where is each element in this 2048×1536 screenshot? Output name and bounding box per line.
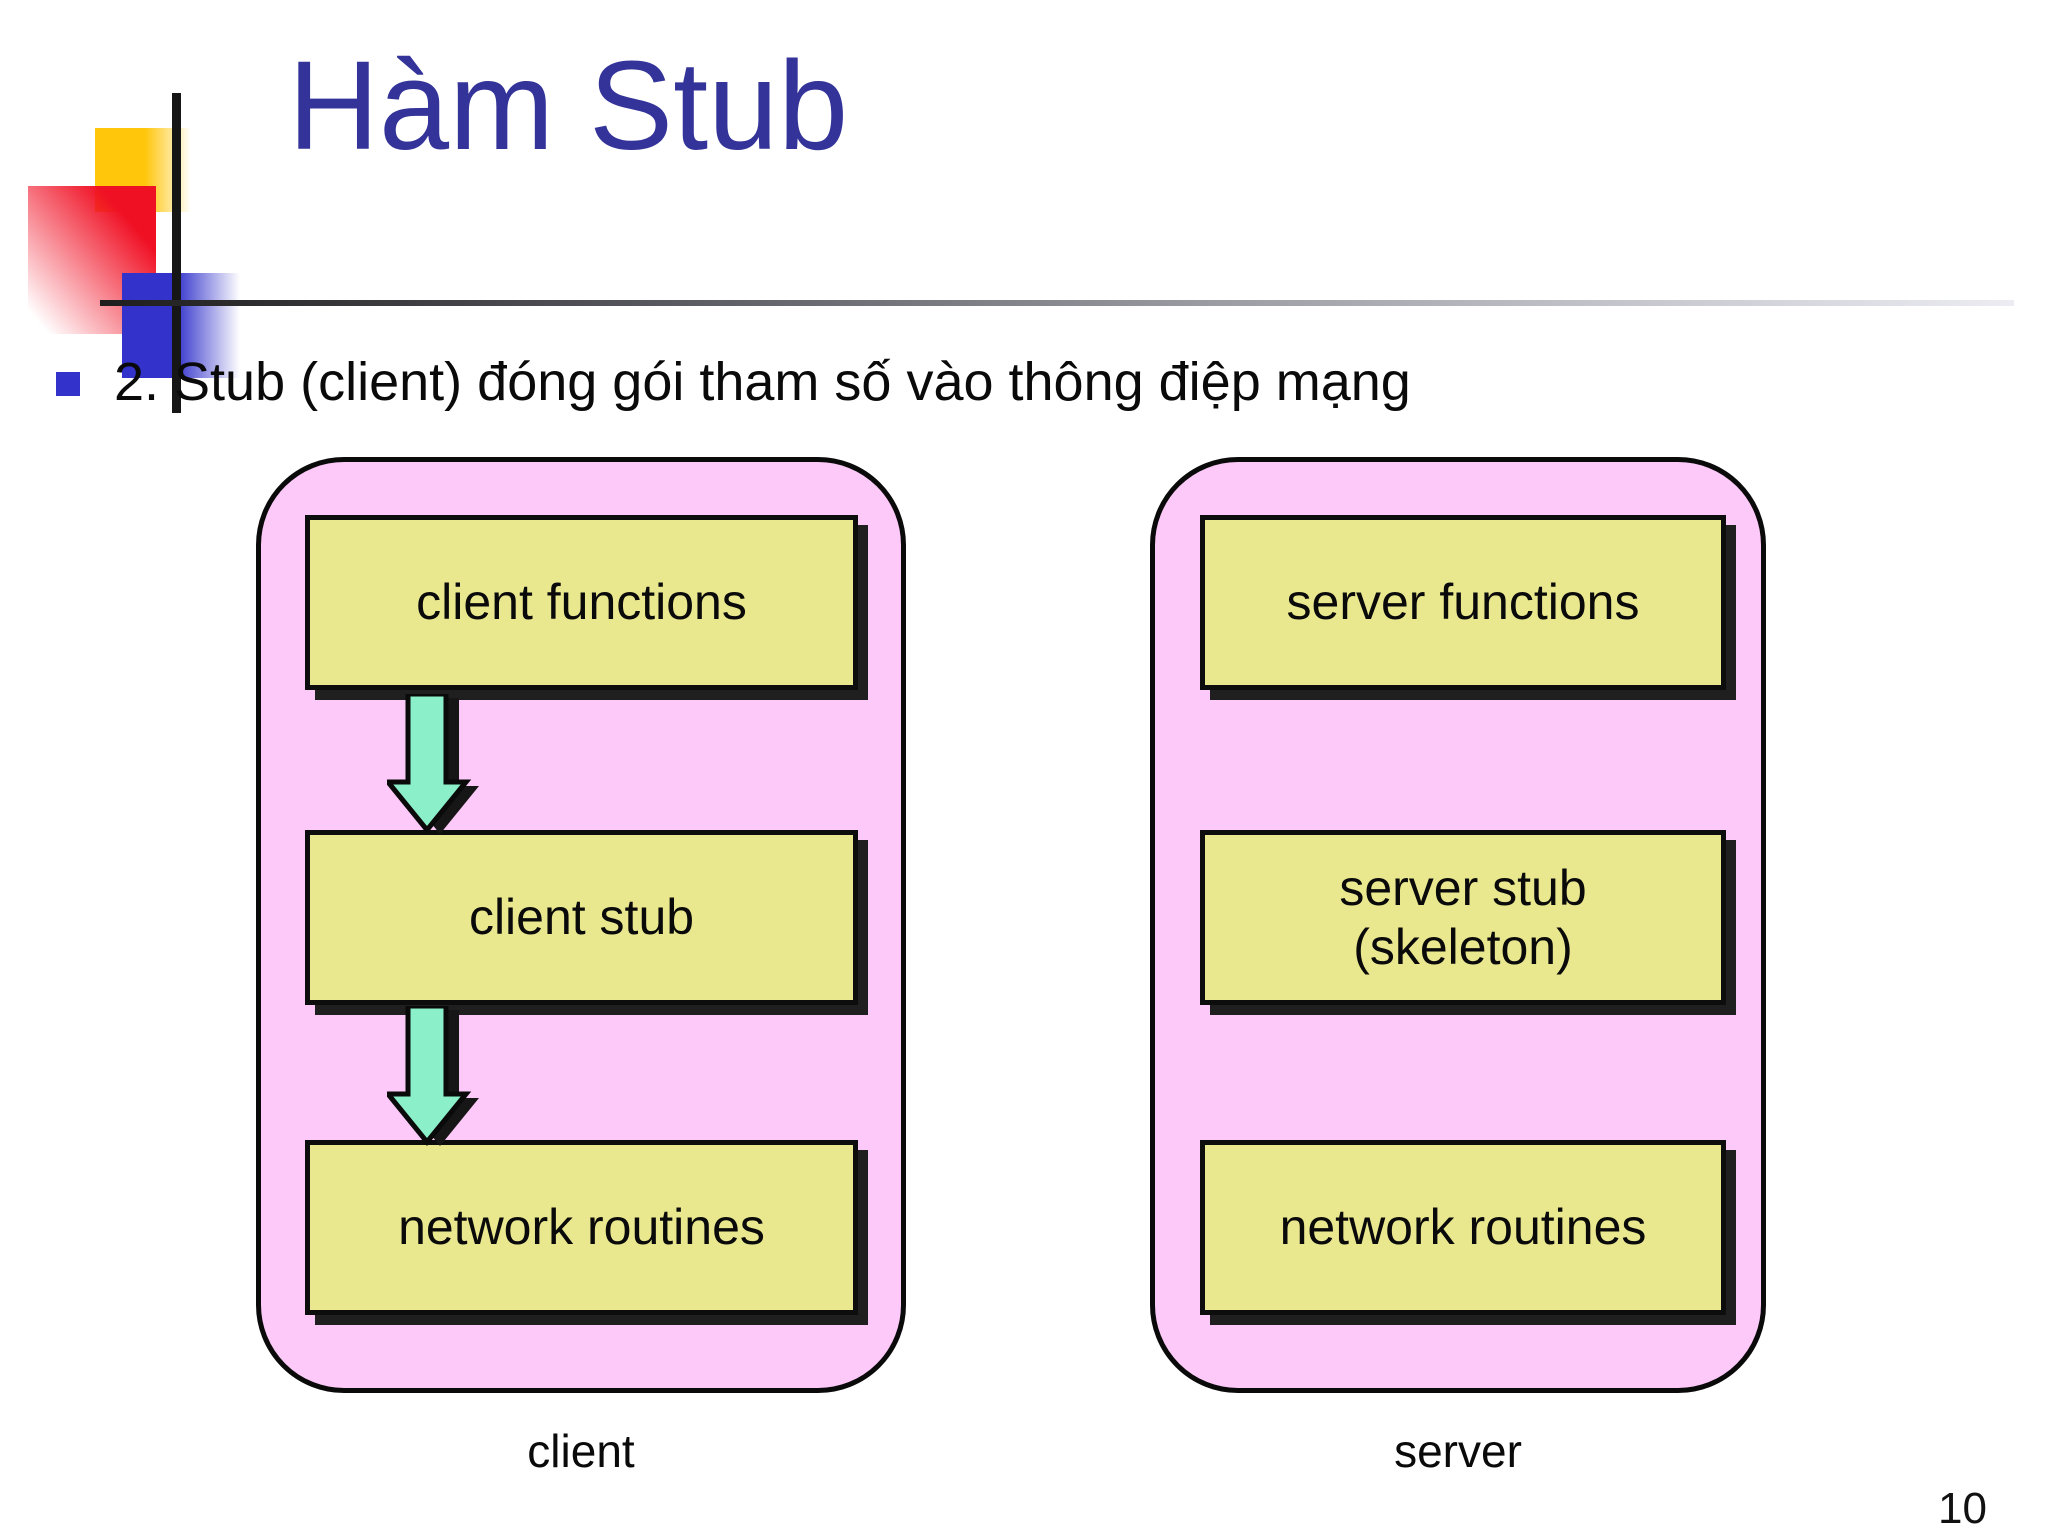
server-network-routines-box: network routines [1200, 1140, 1726, 1315]
server-caption: server [1394, 1425, 1522, 1477]
title-underline [100, 300, 2014, 306]
page-number: 10 [1938, 1484, 1987, 1533]
down-arrow-icon [387, 694, 479, 834]
logo-blue-square-icon [122, 273, 240, 378]
client-functions-box: client functions [305, 515, 858, 690]
server-stub-box: server stub(skeleton) [1200, 830, 1726, 1005]
client-network-routines-box: network routines [305, 1140, 858, 1315]
logo-vertical-line [172, 93, 181, 413]
bullet-text: 2. Stub (client) đóng gói tham số vào th… [114, 352, 1411, 412]
page-title: Hàm Stub [288, 35, 849, 176]
bullet-marker-icon [56, 372, 80, 396]
client-stub-box: client stub [305, 830, 858, 1005]
client-caption: client [527, 1425, 635, 1477]
server-functions-box: server functions [1200, 515, 1726, 690]
down-arrow-icon [387, 1006, 479, 1146]
